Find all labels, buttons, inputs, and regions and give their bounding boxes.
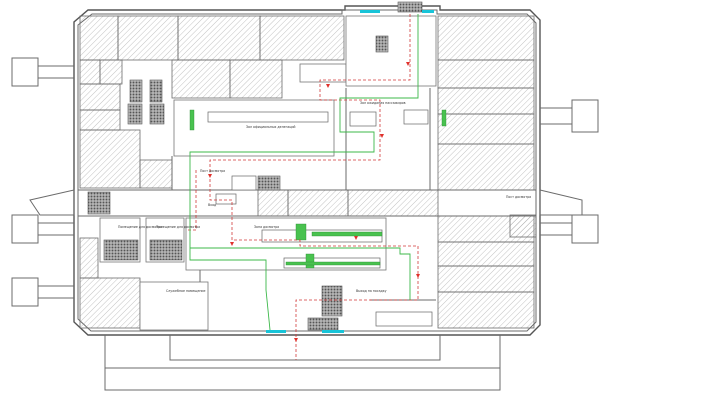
stair-blocks bbox=[87, 1, 423, 331]
building-outline bbox=[11, 5, 599, 391]
route-red bbox=[186, 14, 419, 360]
label-corridor-top: Зал ожидания пассажиров bbox=[360, 101, 406, 105]
security-equipment bbox=[189, 109, 447, 269]
label-room-left-2: Помещение для досмотра bbox=[156, 225, 200, 229]
red-arrow-icon bbox=[208, 174, 212, 178]
label-zone-center: Зона досмотра bbox=[254, 225, 279, 229]
label-room-service: Служебное помещение bbox=[166, 289, 205, 293]
label-post-b: Пост досмотра bbox=[506, 195, 531, 199]
plan-labels: Зал ожидания пассажиров Зал официальных … bbox=[118, 101, 531, 293]
security-markers bbox=[208, 62, 420, 342]
perimeter-rooms bbox=[79, 15, 537, 329]
label-post-a: Пост досмотра bbox=[200, 169, 225, 173]
label-entrance: Вход bbox=[208, 203, 217, 207]
route-green bbox=[189, 14, 419, 331]
red-arrow-icon bbox=[416, 274, 420, 278]
red-arrow-icon bbox=[326, 84, 330, 88]
label-hall-main: Зал официальных делегаций bbox=[246, 125, 296, 129]
red-arrow-icon bbox=[294, 338, 298, 342]
doors bbox=[266, 10, 434, 333]
red-arrow-icon bbox=[380, 134, 384, 138]
label-room-left-1: Помещение для досмотра bbox=[118, 225, 162, 229]
label-gate: Выход на посадку bbox=[356, 289, 387, 293]
red-arrow-icon bbox=[406, 62, 410, 66]
red-arrow-icon bbox=[230, 242, 234, 246]
red-arrow-icon bbox=[354, 236, 358, 240]
